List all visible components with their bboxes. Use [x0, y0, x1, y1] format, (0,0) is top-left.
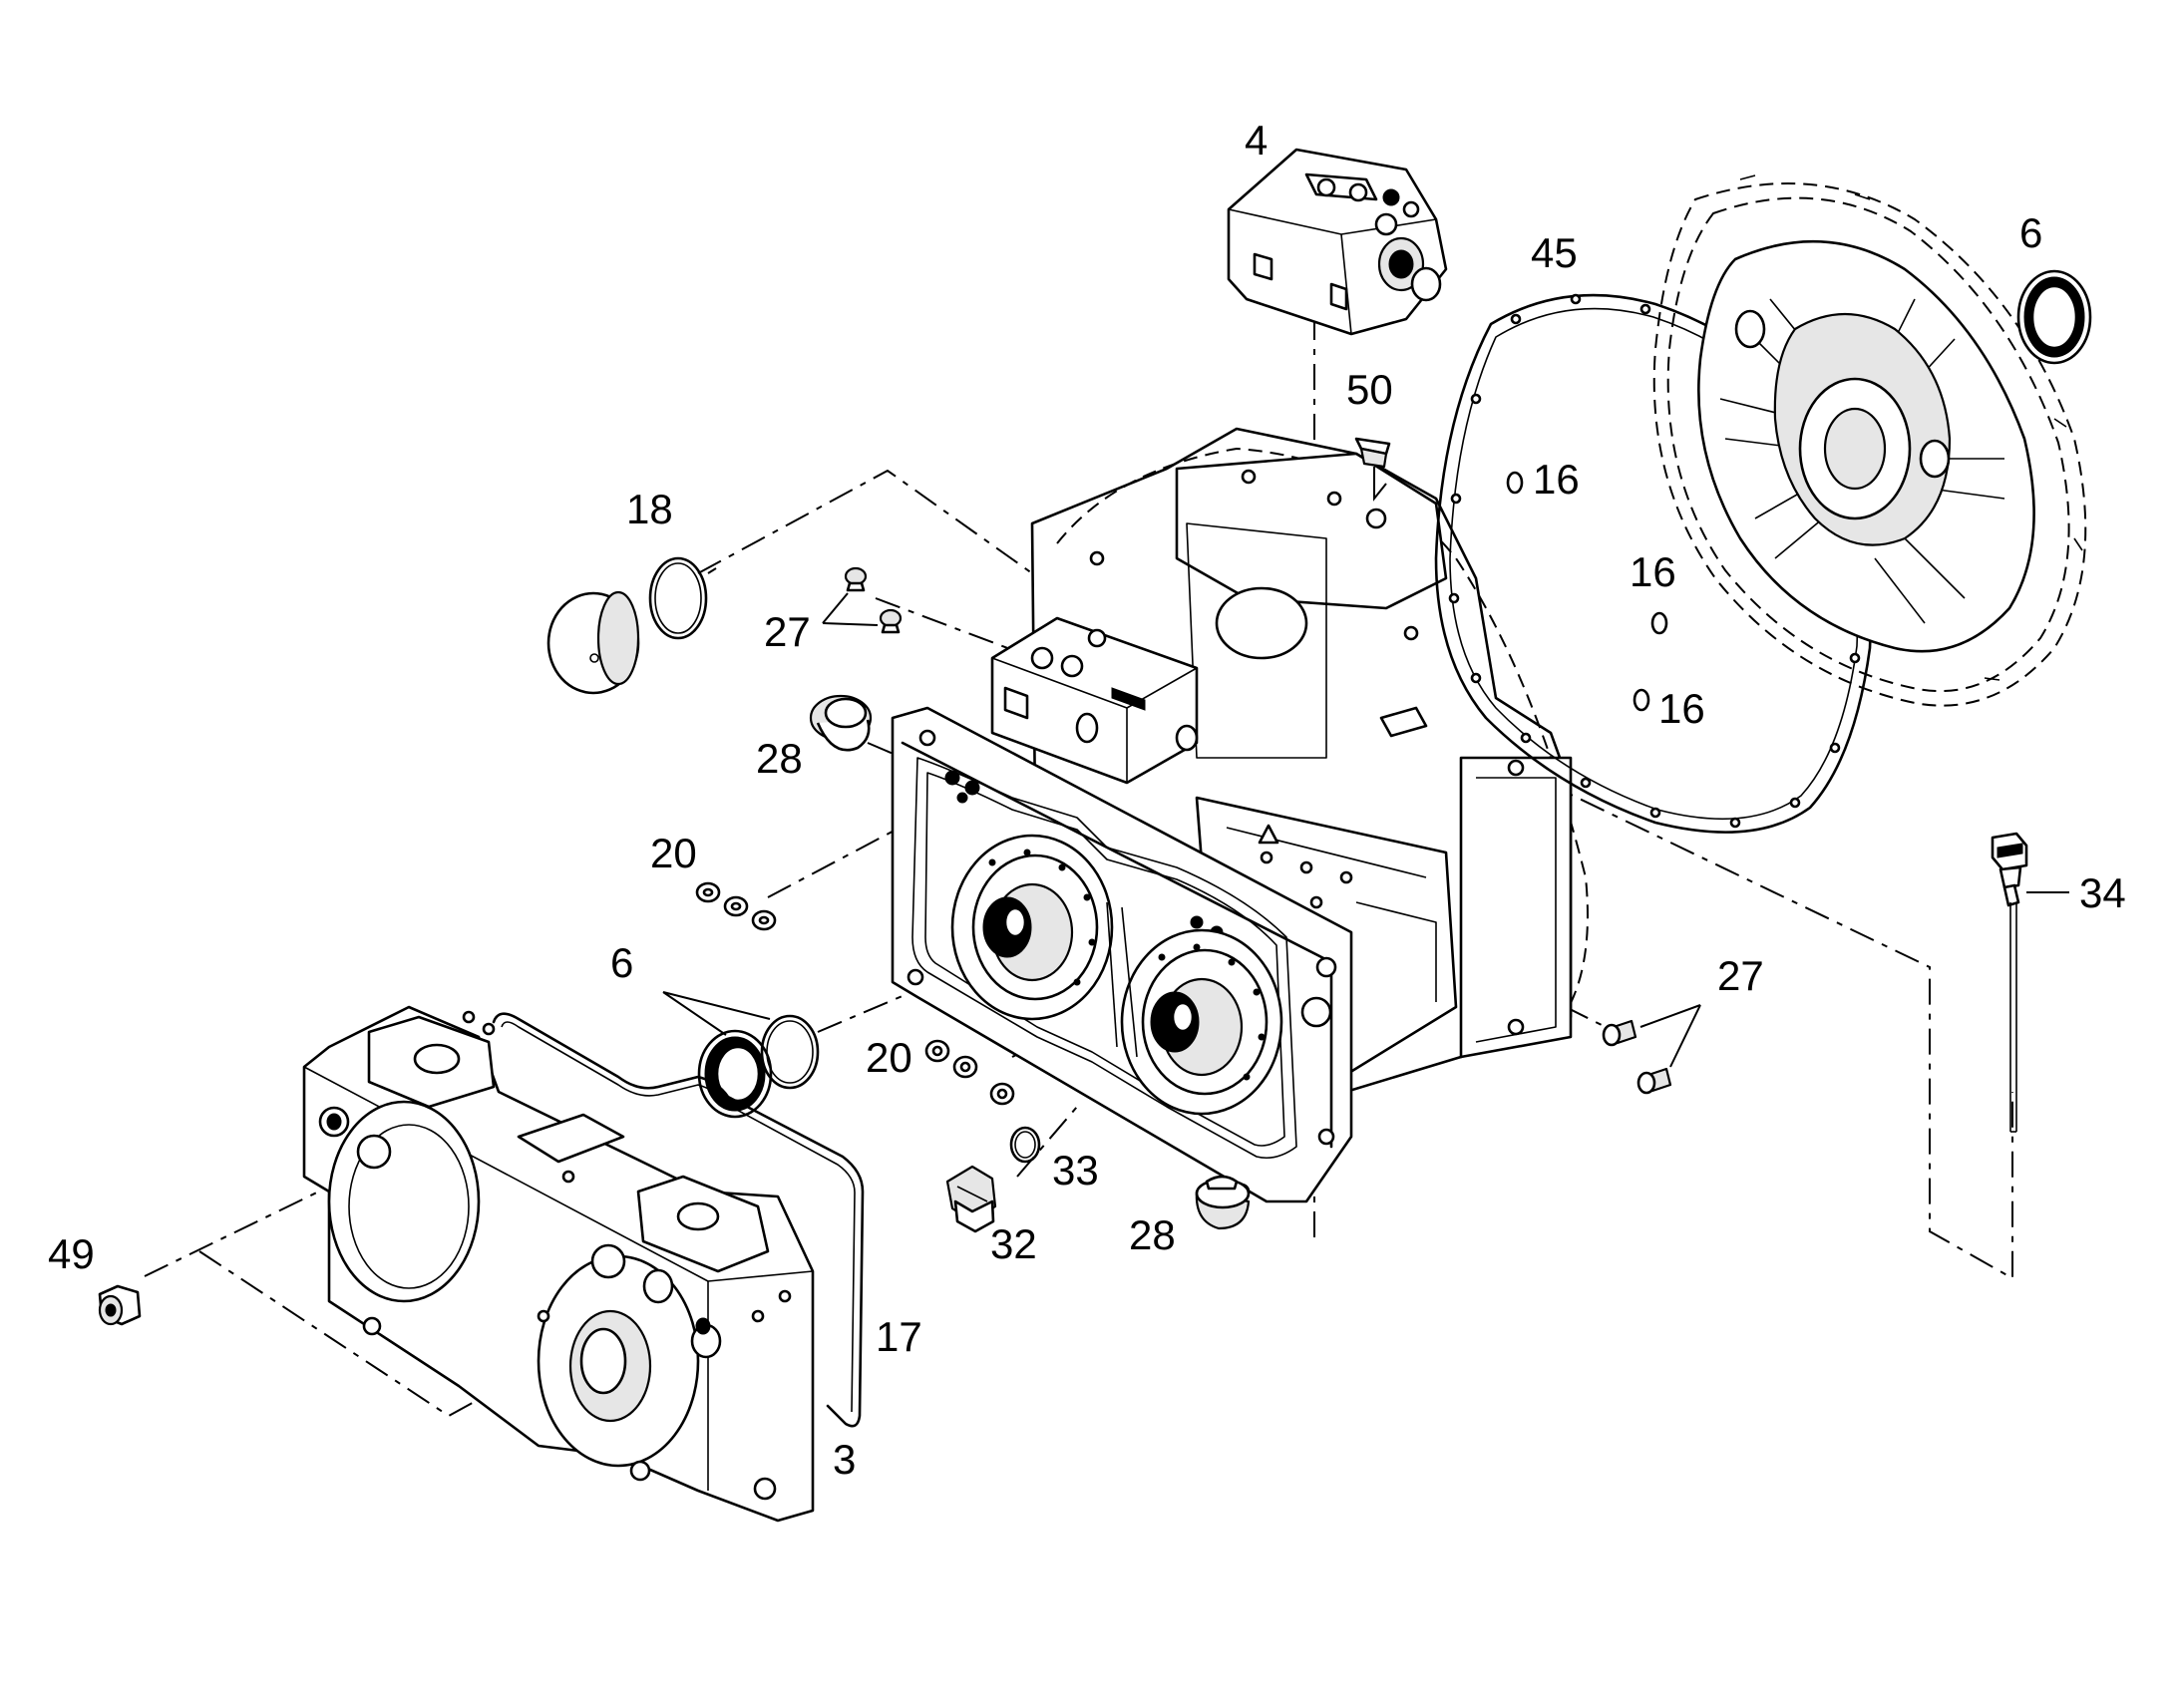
- callout-27-right: 27: [1717, 952, 1764, 999]
- plug-28-top: [809, 694, 873, 752]
- o-rings-16: [1506, 471, 1668, 712]
- callout-50: 50: [1346, 366, 1393, 413]
- seal-6-left: [662, 991, 820, 1119]
- callout-20-mid: 20: [866, 1034, 912, 1081]
- plug-32: [945, 1165, 997, 1233]
- valve-block: [990, 616, 1199, 785]
- callout-4: 4: [1245, 117, 1268, 164]
- leader-18: [707, 567, 717, 574]
- plug-49: [98, 1284, 142, 1326]
- screws-27-right: [1602, 1004, 1701, 1095]
- plug-28-bottom: [1195, 1175, 1251, 1230]
- callout-16-b: 16: [1630, 548, 1676, 595]
- washers-20-mid: [924, 1039, 1015, 1106]
- pump-mounting-plate: [891, 706, 1353, 1203]
- callout-45: 45: [1531, 229, 1578, 276]
- callout-28-bottom: 28: [1129, 1211, 1176, 1258]
- pump-cover-3: [302, 1005, 815, 1523]
- callout-34: 34: [2079, 869, 2126, 916]
- plug-50: [1354, 437, 1391, 502]
- callout-6-left: 6: [610, 939, 633, 986]
- converter-housing: [1652, 174, 2087, 707]
- callout-18: 18: [626, 486, 673, 532]
- callout-28-top: 28: [756, 735, 803, 782]
- callout-6-top: 6: [2019, 209, 2042, 256]
- callout-16-c: 16: [1658, 685, 1705, 732]
- gasket-17: [492, 1012, 865, 1428]
- o-ring-33: [1009, 1126, 1041, 1164]
- control-valve-4: [1227, 148, 1448, 336]
- callout-16-a: 16: [1533, 456, 1580, 503]
- dipstick-34: [1991, 832, 2069, 1133]
- callout-33: 33: [1052, 1147, 1099, 1194]
- callout-27-top: 27: [764, 608, 811, 655]
- screws-27-top: [822, 566, 903, 634]
- cover-18: [546, 556, 708, 695]
- callout-32: 32: [990, 1220, 1037, 1267]
- callout-17: 17: [876, 1313, 922, 1360]
- callout-3: 3: [833, 1436, 856, 1483]
- callout-20-left: 20: [650, 830, 697, 876]
- callout-49: 49: [48, 1230, 95, 1277]
- callout-labels: 4 6 45 50 18 16 16 16 27 28 20 6 34 27 2…: [48, 117, 2126, 1483]
- seal-6-top: [2016, 269, 2092, 365]
- washers-20-left: [695, 881, 777, 931]
